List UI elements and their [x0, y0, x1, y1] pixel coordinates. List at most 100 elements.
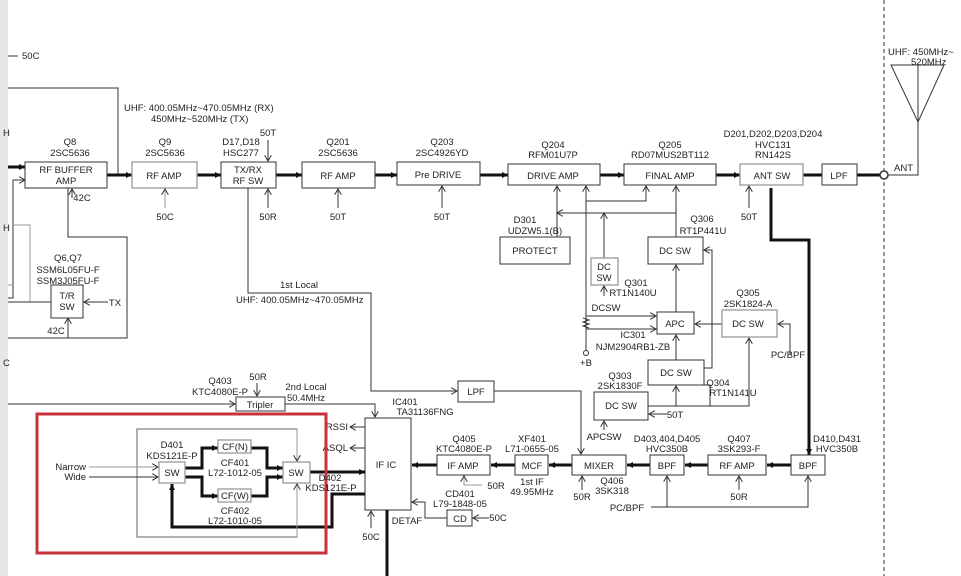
cd-block: [446, 509, 473, 527]
tx-rx-rf-switch-block: [220, 161, 277, 189]
block-ref: Q406: [600, 476, 623, 487]
block-ref: Q201: [326, 137, 349, 148]
wide-label: Wide: [64, 472, 86, 483]
block-part: 2SC5636: [145, 148, 185, 159]
block-ref: XF401: [518, 434, 546, 445]
tr-switch-block: [50, 284, 84, 319]
first-if-freq: 49.95MHz: [510, 487, 554, 498]
block-part: HVC350B: [646, 444, 688, 455]
bpf1-block: [649, 454, 685, 476]
block-label: RF SW: [233, 176, 264, 187]
block-label: MCF: [522, 461, 543, 472]
dc-switch-q306-block: [647, 236, 704, 265]
mcf-block: [514, 454, 549, 476]
block-part: 2SK1830F: [598, 381, 643, 392]
apcsw-label: APCSW: [587, 432, 622, 443]
block-ref: Q9: [159, 137, 172, 148]
tx-chain-wires: [107, 172, 880, 455]
block-part: RT1N140U: [609, 288, 656, 299]
rf-amp-q201-block: [301, 161, 376, 189]
block-label: Pre DRIVE: [415, 170, 461, 181]
block-ref: Q405: [452, 434, 475, 445]
rf-amp-q407-block: [707, 454, 767, 476]
dc-switch-q301-block: [590, 257, 619, 286]
ant-switch-block: [739, 163, 804, 186]
block-ref: Q303: [608, 371, 631, 382]
block-ref: D17,D18: [222, 137, 260, 148]
drive-amp-block: [507, 163, 601, 186]
block-ref: CF402: [221, 506, 250, 517]
first-local-band-label: UHF: 400.05MHz~470.05MHz: [236, 295, 364, 306]
second-local-label: 2nd Local: [285, 382, 326, 393]
cut-label: H: [3, 128, 10, 139]
block-part: KTC4080E-P: [192, 387, 248, 398]
block-part: UDZW5.1(B): [508, 226, 562, 237]
cf-wide-block: [217, 488, 252, 503]
block-label: SW: [59, 302, 74, 313]
pre-drive-block: [396, 161, 481, 186]
block-ref: D401: [161, 440, 184, 451]
block-ref: D403,404,D405: [634, 434, 701, 445]
block-label: RF AMP: [146, 171, 181, 182]
block-part: KDS121E-P: [146, 451, 197, 462]
protect-block: [499, 236, 571, 265]
block-label: DC SW: [605, 401, 637, 412]
if-filter-wires: [89, 428, 365, 538]
bpf2-block: [790, 454, 826, 476]
block-label: DC SW: [659, 246, 691, 257]
antenna-label: ANT: [894, 163, 913, 174]
tx-label: TX: [109, 298, 122, 309]
power-label: 42C: [47, 326, 65, 337]
block-part: L71-0655-05: [505, 444, 559, 455]
rx-band-label: UHF: 400.05MHz~470.05MHz (RX): [124, 103, 274, 114]
block-ref: Q306: [690, 214, 713, 225]
rf-buffer-amp-block: [24, 161, 108, 189]
block-label: TX/RX: [234, 165, 263, 176]
block-label: DC: [597, 262, 611, 273]
dcsw-label: DCSW: [591, 303, 620, 314]
first-local-label: 1st Local: [280, 280, 318, 291]
block-ref: Q403: [208, 376, 231, 387]
block-label: LPF: [830, 171, 848, 182]
if-amp-block: [436, 454, 491, 476]
block-label: IF AMP: [447, 461, 478, 472]
block-ref: Q301: [624, 278, 647, 289]
block-ref: IC301: [620, 330, 645, 341]
block-part: L79-1848-05: [433, 499, 487, 510]
power-label: 50C: [489, 513, 507, 524]
power-50c-label: 50C: [22, 51, 40, 62]
block-label: IF IC: [376, 460, 397, 471]
block-part: RN142S: [755, 150, 791, 161]
block-ref: D402: [319, 473, 342, 484]
asql-output-label: ASQL: [323, 443, 348, 454]
block-label: SW: [164, 468, 179, 479]
power-label: 50T: [667, 410, 684, 421]
block-part: 3SK318: [595, 486, 629, 497]
highlight-box: [35, 412, 328, 555]
block-label: AMP: [56, 176, 77, 187]
antenna-band-label: UHF: 450MHz~: [888, 47, 954, 58]
block-ref: D410,D431: [813, 434, 861, 445]
d402-switch-block: [282, 461, 311, 484]
block-ref: D301: [514, 215, 537, 226]
block-part: TA31136FNG: [396, 407, 453, 418]
block-part: L72-1010-05: [208, 516, 262, 527]
block-part: 2SC4926YD: [416, 148, 469, 159]
dc-switch-q304-block: [647, 359, 705, 386]
block-ref: Q204: [541, 140, 564, 151]
first-local-wire: [247, 188, 457, 391]
block-part: SSM6L05FU-F: [36, 265, 100, 276]
pc-bpf-label: PC/BPF: [610, 503, 645, 514]
block-label: CF(W): [221, 491, 249, 502]
block-label: RF BUFFER: [39, 165, 92, 176]
block-label: DC SW: [732, 319, 764, 330]
cf-narrow-block: [217, 439, 252, 454]
rf-amp-q9-block: [131, 161, 198, 189]
block-part: RFM01U7P: [528, 150, 578, 161]
block-ref: Q304: [706, 378, 729, 389]
block-part: RT1P441U: [680, 226, 727, 237]
block-part: HVC350B: [816, 444, 858, 455]
block-ref: Q203: [430, 137, 453, 148]
detaf-label: DETAF: [392, 516, 423, 527]
